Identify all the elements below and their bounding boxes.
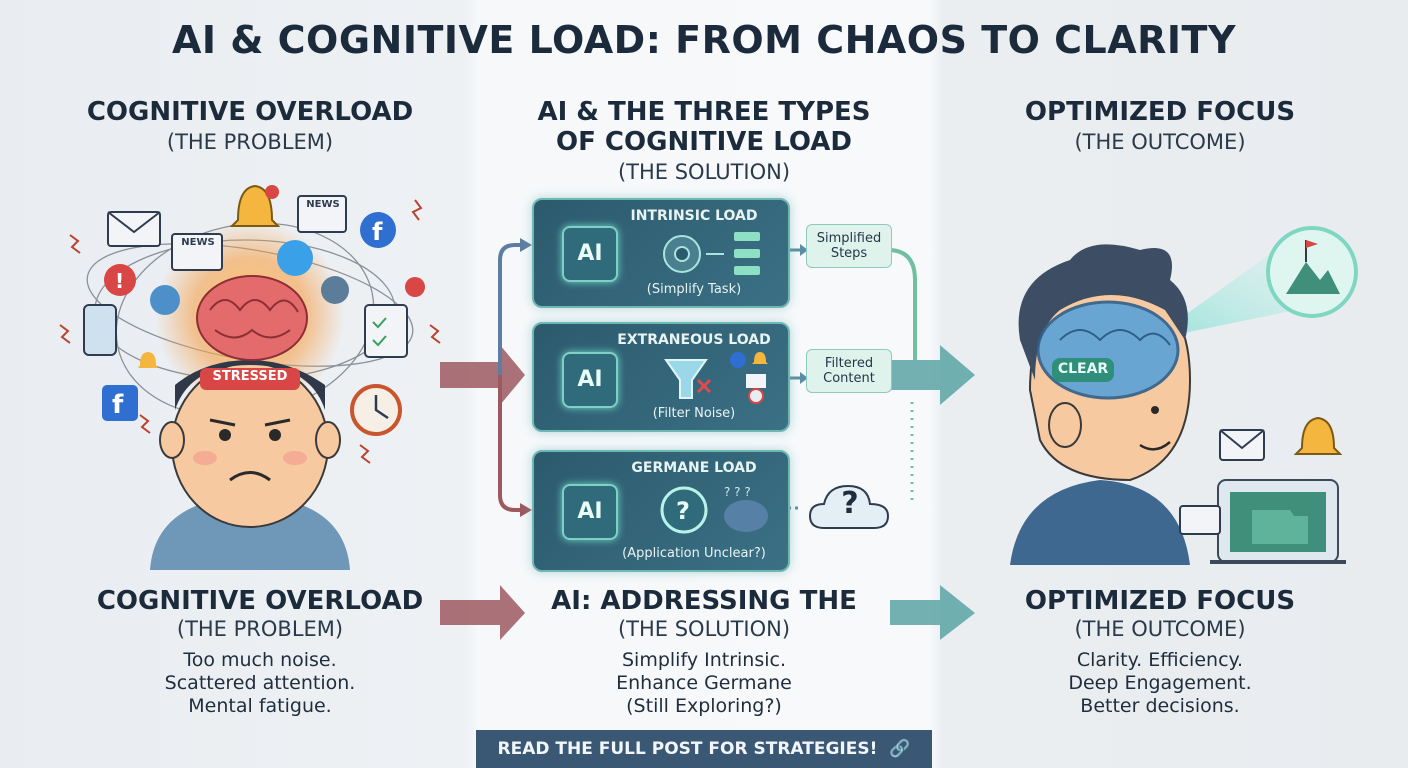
right-bottom-heading: OPTIMIZED FOCUS xyxy=(1024,586,1296,616)
svg-text:? ? ?: ? ? ? xyxy=(724,485,751,499)
ai-chip-icon: AI xyxy=(562,352,618,408)
funnel-filter-icon xyxy=(664,352,768,404)
stressed-label: STRESSED xyxy=(212,369,288,384)
middle-bottom-heading: AI: ADDRESSING THE xyxy=(551,586,857,616)
svg-text:?: ? xyxy=(676,497,690,525)
link-icon: 🔗 xyxy=(889,739,911,759)
left-bullet: Scattered attention. xyxy=(164,672,356,694)
extraneous-load-panel: EXTRANEOUS LOAD AI (Filter Noise) xyxy=(532,322,790,432)
left-bullet: Too much noise. xyxy=(183,649,337,671)
news-label: NEWS xyxy=(181,237,215,248)
germane-load-title: GERMANE LOAD xyxy=(631,460,757,476)
intrinsic-load-caption: (Simplify Task) xyxy=(646,282,742,297)
focused-person-illustration xyxy=(1010,226,1358,565)
middle-bullet: (Still Exploring?) xyxy=(626,695,782,717)
middle-heading-line2: OF COGNITIVE LOAD xyxy=(556,127,852,157)
right-subheading: (THE OUTCOME) xyxy=(1074,130,1246,154)
intrinsic-load-title: INTRINSIC LOAD xyxy=(630,208,758,224)
middle-bullet: Simplify Intrinsic. xyxy=(622,649,786,671)
cloud-question-icon xyxy=(808,484,890,529)
banner-text: READ THE FULL POST FOR STRATEGIES! xyxy=(497,739,878,759)
germane-load-panel: GERMANE LOAD AI ? ? ? ? (Application Unc… xyxy=(532,450,790,572)
right-bottom-subheading: (THE OUTCOME) xyxy=(1074,617,1246,641)
filtered-content-box: Filtered Content xyxy=(806,349,892,393)
left-bullet: Mental fatigue. xyxy=(188,695,332,717)
svg-text:f: f xyxy=(112,390,124,420)
right-bullet: Clarity. Efficiency. xyxy=(1076,649,1244,671)
left-bottom-subheading: (THE PROBLEM) xyxy=(176,617,344,641)
middle-heading-line1: AI & THE THREE TYPES xyxy=(537,97,871,127)
left-bottom-heading: COGNITIVE OVERLOAD xyxy=(96,586,424,616)
right-bullet: Better decisions. xyxy=(1080,695,1240,717)
clear-label: CLEAR xyxy=(1057,361,1109,377)
right-heading: OPTIMIZED FOCUS xyxy=(1024,97,1296,127)
germane-load-caption: (Application Unclear?) xyxy=(622,546,766,561)
ai-chip-icon: AI xyxy=(562,226,618,282)
news-label-2: NEWS xyxy=(306,199,340,210)
ai-chip-icon: AI xyxy=(562,484,618,540)
svg-text:f: f xyxy=(372,218,383,246)
simplified-steps-box: Simplified Steps xyxy=(806,224,892,268)
extraneous-load-caption: (Filter Noise) xyxy=(652,406,736,421)
extraneous-load-title: EXTRANEOUS LOAD xyxy=(617,332,771,348)
middle-subheading: (THE SOLUTION) xyxy=(617,160,791,184)
gear-to-steps-icon xyxy=(663,232,760,275)
middle-bottom-subheading: (THE SOLUTION) xyxy=(617,617,791,641)
question-brain-icon: ? ? ? ? xyxy=(660,485,768,534)
read-more-banner[interactable]: READ THE FULL POST FOR STRATEGIES! 🔗 xyxy=(476,730,932,768)
intrinsic-load-panel: INTRINSIC LOAD AI (Simplify Task) xyxy=(532,198,790,308)
cloud-question-mark: ? xyxy=(841,486,859,521)
page-title: AI & COGNITIVE LOAD: FROM CHAOS TO CLARI… xyxy=(171,18,1236,62)
left-heading: COGNITIVE OVERLOAD xyxy=(86,97,414,127)
left-subheading: (THE PROBLEM) xyxy=(166,130,334,154)
flow-arrows xyxy=(440,238,975,640)
svg-text:!: ! xyxy=(115,269,124,293)
middle-bullet: Enhance Germane xyxy=(616,672,792,694)
right-bullet: Deep Engagement. xyxy=(1068,672,1252,694)
stressed-person-illustration: f f ! xyxy=(59,184,441,570)
